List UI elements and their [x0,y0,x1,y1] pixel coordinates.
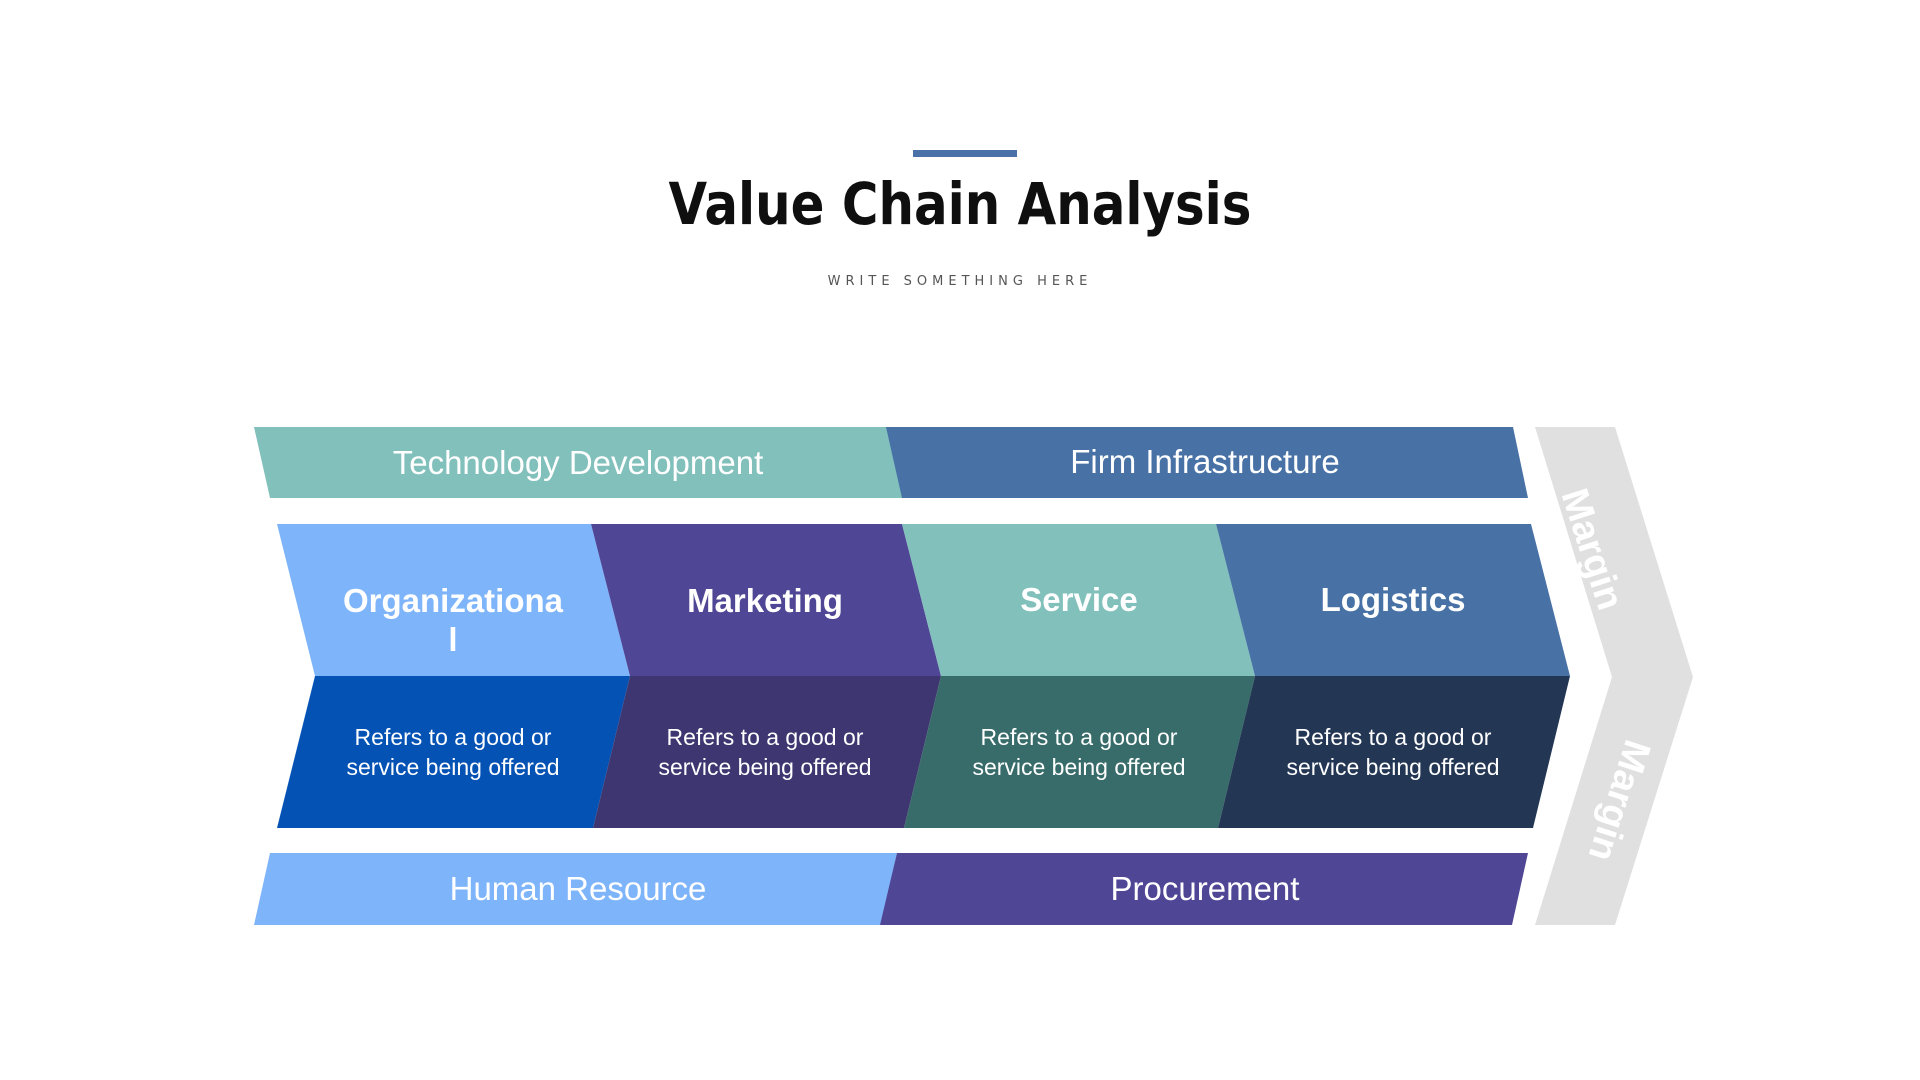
activity-title-organizational-line2: l [448,621,457,658]
title-accent-bar [913,150,1017,157]
activity-desc-logistics-line2: service being offered [1286,754,1499,780]
activity-desc-service-line2: service being offered [972,754,1185,780]
activity-desc-organizational-line1: Refers to a good or [355,724,552,750]
activity-desc-service-line1: Refers to a good or [981,724,1178,750]
activity-body-organizational [277,676,630,828]
band-label-human-resource: Human Resource [450,870,707,907]
activity-body-logistics [1218,676,1570,828]
activity-head-marketing [591,524,941,676]
band-label-procurement: Procurement [1111,870,1300,907]
page-subtitle: WRITE SOMETHING HERE [827,274,1093,289]
activity-title-logistics: Logistics [1321,581,1466,618]
activity-body-marketing [593,676,941,828]
activity-head-logistics [1216,524,1570,676]
activity-head-service [902,524,1255,676]
activity-head-organizational [277,524,630,676]
activity-desc-marketing-line2: service being offered [658,754,871,780]
activity-desc-logistics-line1: Refers to a good or [1295,724,1492,750]
activity-title-organizational: Organizationa [343,582,564,619]
band-label-technology-development: Technology Development [393,444,764,481]
band-label-firm-infrastructure: Firm Infrastructure [1070,443,1340,480]
activity-desc-organizational-line2: service being offered [346,754,559,780]
band-technology-development [254,427,903,498]
activity-desc-marketing-line1: Refers to a good or [667,724,864,750]
page-title: Value Chain Analysis [668,170,1252,238]
activity-title-marketing: Marketing [687,582,843,619]
band-procurement [880,853,1528,925]
band-firm-infrastructure [886,427,1528,498]
band-human-resource [254,853,897,925]
margin-chevron [1535,427,1693,925]
activity-title-service: Service [1020,581,1137,618]
activity-body-service [904,676,1255,828]
